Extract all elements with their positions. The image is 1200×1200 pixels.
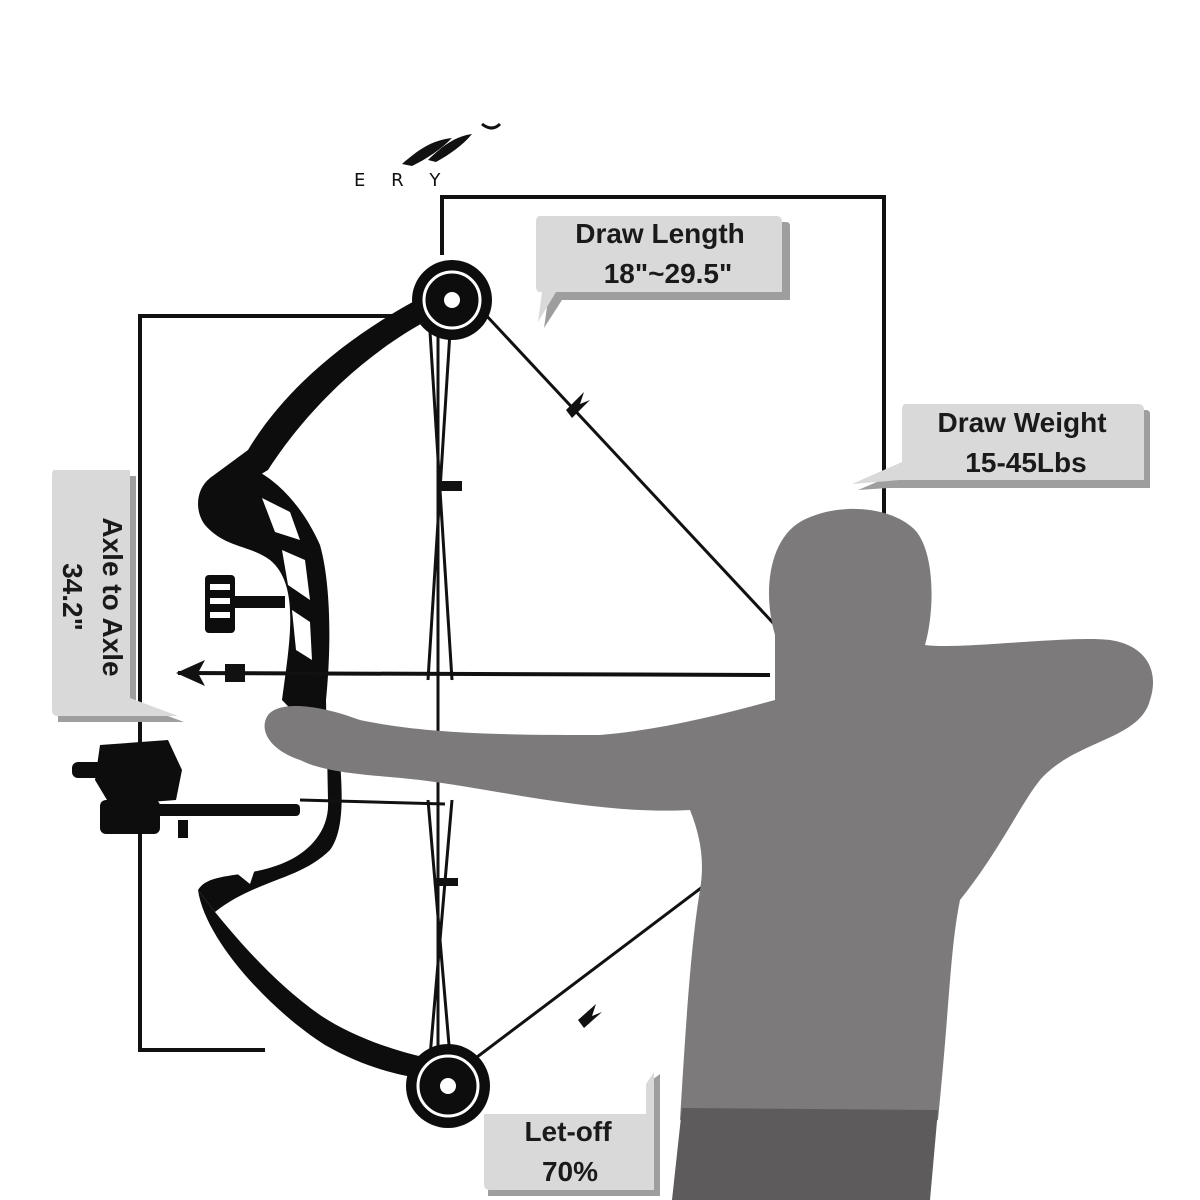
- callout-axle-to-axle: Axle to Axle 34.2": [52, 470, 184, 722]
- riser-cutout-lower: [230, 812, 300, 884]
- axle-to-axle-value: 34.2": [57, 563, 88, 631]
- callout-draw-length: Draw Length 18"~29.5": [536, 216, 790, 328]
- draw-weight-value: 15-45Lbs: [965, 447, 1086, 478]
- logo-swirl-icon: [481, 122, 502, 130]
- arrow: [176, 660, 771, 686]
- let-off-value: 70%: [542, 1156, 598, 1187]
- axle-to-axle-label: Axle to Axle: [97, 517, 128, 676]
- dimension-lines: [138, 195, 886, 1052]
- arrow-tip-icon: [176, 660, 205, 686]
- logo-wing-icon: [402, 134, 472, 166]
- bow-sight: [205, 575, 285, 633]
- cable-slide-bottom: [436, 878, 458, 886]
- riser-lower: [198, 700, 342, 912]
- cable-guard: [299, 798, 446, 806]
- bottom-string-keeper-icon: [578, 1004, 602, 1028]
- draw-length-bracket: [440, 195, 886, 520]
- callout-let-off: Let-off 70%: [484, 1072, 660, 1196]
- brand-logo: E R Y: [354, 122, 502, 191]
- archer-silhouette: [264, 508, 1154, 1200]
- bow-body: [198, 298, 432, 1078]
- upper-limb: [210, 298, 432, 500]
- riser-cutout: [262, 498, 312, 660]
- archer-pants: [672, 1108, 938, 1200]
- top-string-keeper-icon: [566, 392, 590, 418]
- lower-limb: [198, 890, 428, 1078]
- draw-strings: [439, 296, 777, 1087]
- draw-weight-label: Draw Weight: [937, 407, 1106, 438]
- top-cam: [412, 260, 492, 340]
- logo-text: E R Y: [354, 170, 450, 191]
- draw-length-label: Draw Length: [575, 218, 745, 249]
- axle-to-axle-bracket: [138, 314, 400, 1052]
- bow-cables: [426, 290, 454, 1090]
- bow-quiver: [72, 740, 300, 838]
- callout-draw-weight: Draw Weight 15-45Lbs: [852, 404, 1150, 490]
- draw-length-value: 18"~29.5": [604, 258, 733, 289]
- bottom-cam: [406, 1044, 490, 1128]
- let-off-label: Let-off: [524, 1116, 612, 1147]
- cable-slide-top: [440, 481, 462, 491]
- archer-body: [264, 508, 1154, 1120]
